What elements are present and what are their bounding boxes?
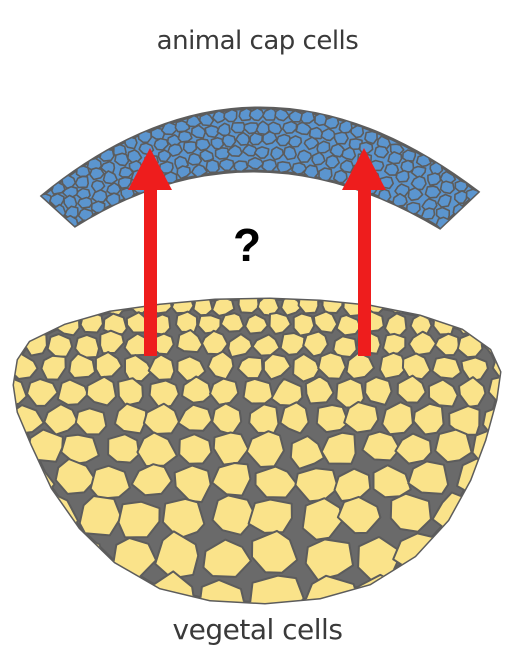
vegetal-cell: [410, 295, 430, 313]
vegetal-cell: [0, 464, 9, 500]
animal-cap-cell: [428, 173, 441, 185]
vegetal-cell: [172, 295, 194, 313]
animal-cap-cell: [403, 150, 416, 161]
animal-cap-cell: [184, 142, 197, 153]
vegetal-cell: [87, 295, 106, 313]
animal-cap-cell: [206, 160, 219, 172]
animal-cap-cell: [360, 142, 373, 153]
vegetal-cell: [57, 314, 79, 336]
animal-cap-cell: [78, 198, 92, 209]
vegetal-cell: [58, 538, 104, 578]
vegetal-cell: [0, 533, 13, 575]
vegetal-cell: [480, 495, 515, 537]
animal-cap-cell: [188, 154, 202, 165]
vegetal-cell: [10, 539, 54, 580]
vegetal-cell: [493, 296, 512, 314]
vegetal-cell: [0, 432, 29, 462]
vegetal-cell: [299, 294, 319, 313]
animal-cap-cell: [216, 148, 230, 159]
animal-cap-cell: [79, 209, 94, 221]
animal-cap-cell: [178, 131, 192, 142]
vegetal-cell: [430, 294, 449, 312]
animal-cap-cell: [196, 139, 210, 150]
vegetal-cell: [485, 332, 508, 353]
vegetal-cell: [433, 314, 455, 335]
vegetal-tissue: [0, 293, 515, 624]
vegetal-cell: [179, 434, 211, 464]
vegetal-cell: [449, 536, 494, 578]
animal-cap-cell: [334, 132, 348, 143]
arrow-shaft: [358, 186, 371, 356]
vegetal-cell: [0, 500, 32, 538]
animal-cap-cell: [385, 163, 399, 175]
animal-cap-cell: [76, 176, 89, 187]
animal-cap-cell: [301, 111, 315, 123]
animal-cap-cell: [441, 181, 455, 193]
animal-cap-cell: [401, 160, 414, 172]
vegetal-cell: [317, 405, 349, 432]
vegetal-cell: [198, 315, 221, 333]
animal-cap-label: animal cap cells: [0, 26, 515, 56]
animal-cap-cell: [262, 160, 276, 172]
vegetal-cell: [472, 296, 492, 314]
vegetal-cell: [322, 295, 342, 313]
animal-cap-cell: [283, 122, 297, 134]
animal-cap-cell: [375, 146, 389, 157]
animal-cap-cell: [223, 135, 236, 147]
vegetal-cell: [0, 354, 9, 380]
vegetal-cell: [481, 312, 503, 333]
vegetal-cell: [21, 294, 42, 314]
animal-cap-cell: [250, 133, 262, 145]
vegetal-cell: [81, 313, 103, 333]
animal-cap-cell: [231, 123, 245, 133]
animal-cap-cell: [396, 171, 409, 182]
vegetal-cell: [42, 297, 61, 314]
vegetal-cell: [244, 379, 273, 404]
animal-cap-cell: [125, 137, 137, 149]
vegetal-cell: [448, 295, 468, 314]
vegetal-cell: [9, 313, 33, 334]
vegetal-cell: [176, 312, 197, 333]
arrow-shaft: [144, 186, 157, 356]
vegetal-cell: [118, 378, 143, 406]
animal-cap-tissue: [39, 108, 481, 230]
animal-cap-cell: [284, 147, 296, 160]
vegetal-cell: [391, 494, 431, 532]
vegetal-label: vegetal cells: [0, 613, 515, 646]
vegetal-cell: [0, 295, 20, 315]
animal-cap-cell: [100, 150, 114, 162]
vegetal-cell: [0, 334, 22, 359]
vegetal-cell: [294, 314, 315, 336]
vegetal-cell: [0, 313, 7, 333]
vegetal-cell: [66, 296, 85, 314]
animal-cap-cell: [289, 136, 302, 147]
vegetal-cell: [249, 500, 292, 533]
vegetal-cell: [0, 404, 5, 433]
animal-cap-cell: [334, 170, 347, 182]
animal-cap-cell: [289, 111, 302, 122]
question-mark: ?: [222, 218, 272, 272]
vegetal-cell: [459, 313, 482, 334]
vegetal-cell: [108, 434, 139, 462]
animal-cap-cell: [425, 186, 440, 198]
vegetal-cell: [239, 293, 259, 313]
animal-cap-cell: [417, 154, 431, 166]
vegetal-cell: [48, 334, 73, 357]
vegetal-cell: [383, 334, 405, 355]
vegetal-cell: [91, 466, 130, 499]
vegetal-cell: [365, 377, 392, 405]
animal-cap-cell: [325, 117, 339, 129]
vegetal-cell: [432, 357, 461, 379]
